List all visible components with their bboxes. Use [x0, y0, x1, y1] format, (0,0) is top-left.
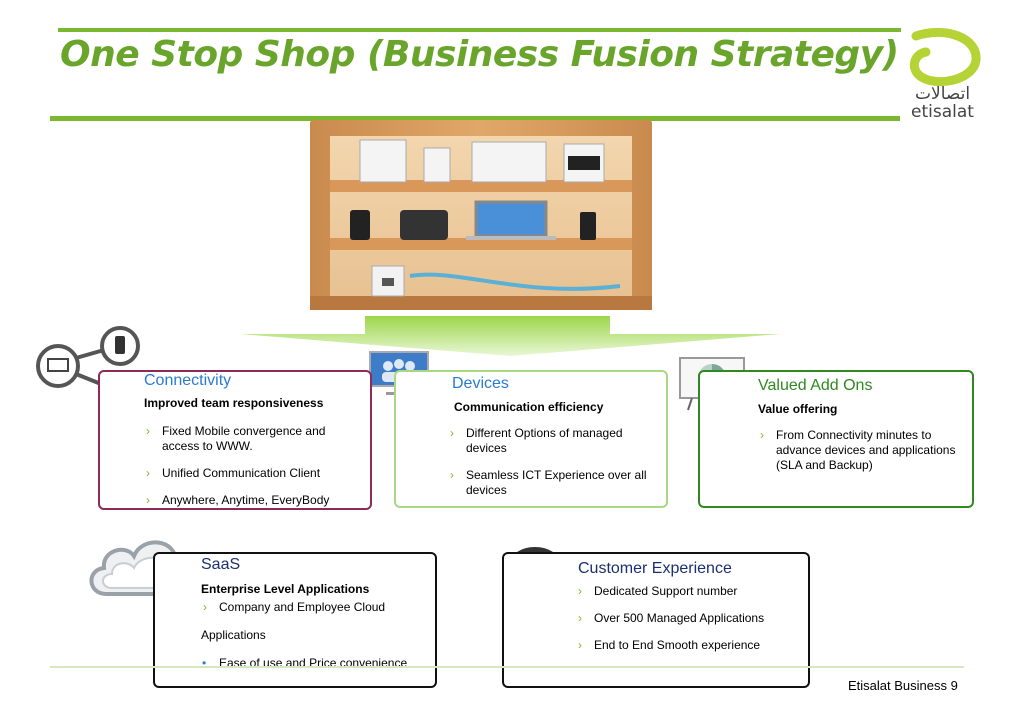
list-item: ›Unified Communication Client: [146, 466, 321, 480]
list-item: ›From Connectivity minutes to advance de…: [760, 428, 956, 472]
connectivity-list: ›Fixed Mobile convergence and access to …: [144, 424, 364, 520]
devices-card: Devices Communication efficiency ›Differ…: [394, 370, 668, 508]
list-item: ›Seamless ICT Experience over all device…: [450, 468, 647, 497]
customer-experience-card: Customer Experience ›Dedicated Support n…: [502, 552, 810, 688]
list-item: •Ease of use and Price convenience: [202, 656, 408, 670]
list-item-continuation: Applications: [201, 628, 266, 642]
saas-list: ›Company and Employee Cloud Applications…: [201, 600, 431, 671]
list-item: ›Over 500 Managed Applications: [578, 611, 765, 625]
list-item: ›Company and Employee Cloud: [203, 600, 386, 614]
product-shelf-illustration: [310, 120, 652, 310]
card-subheading: Improved team responsiveness: [144, 396, 324, 410]
card-heading: Connectivity: [144, 372, 232, 389]
list-item: ›Dedicated Support number: [578, 584, 738, 598]
logo-arabic-text: اتصالات: [915, 84, 971, 104]
list-item: ›End to End Smooth experience: [578, 638, 761, 652]
conference-screen-icon: [369, 351, 429, 395]
card-heading: Valued Add Ons: [758, 377, 873, 394]
card-subheading: Communication efficiency: [454, 400, 604, 414]
valued-add-ons-card: Valued Add Ons Value offering ›From Conn…: [698, 370, 974, 508]
card-subheading: Value offering: [758, 402, 838, 416]
etisalat-logo-icon: [909, 28, 981, 87]
connectivity-card: Connectivity Improved team responsivenes…: [98, 370, 372, 510]
list-item: ›Different Options of managed devices: [450, 426, 623, 455]
valued-list: ›From Connectivity minutes to advance de…: [758, 428, 958, 485]
down-arrow-graphic: [240, 316, 780, 356]
customer-experience-list: ›Dedicated Support number ›Over 500 Mana…: [576, 584, 802, 665]
card-subheading: Enterprise Level Applications: [201, 582, 370, 596]
footer-rule: [50, 666, 964, 668]
card-heading: Devices: [452, 375, 509, 392]
top-rule: [58, 28, 901, 32]
footer-text: Etisalat Business 9: [848, 678, 958, 693]
logo-latin-text: etisalat: [911, 102, 974, 122]
slide-title: One Stop Shop (Business Fusion Strategy): [60, 34, 899, 75]
card-heading: SaaS: [201, 556, 241, 573]
title-underline: [50, 116, 900, 121]
card-heading: Customer Experience: [578, 560, 732, 577]
list-item: ›Anywhere, Anytime, EveryBody: [146, 493, 330, 507]
devices-list: ›Different Options of managed devices ›S…: [448, 426, 654, 510]
list-item: ›Fixed Mobile convergence and access to …: [146, 424, 326, 453]
